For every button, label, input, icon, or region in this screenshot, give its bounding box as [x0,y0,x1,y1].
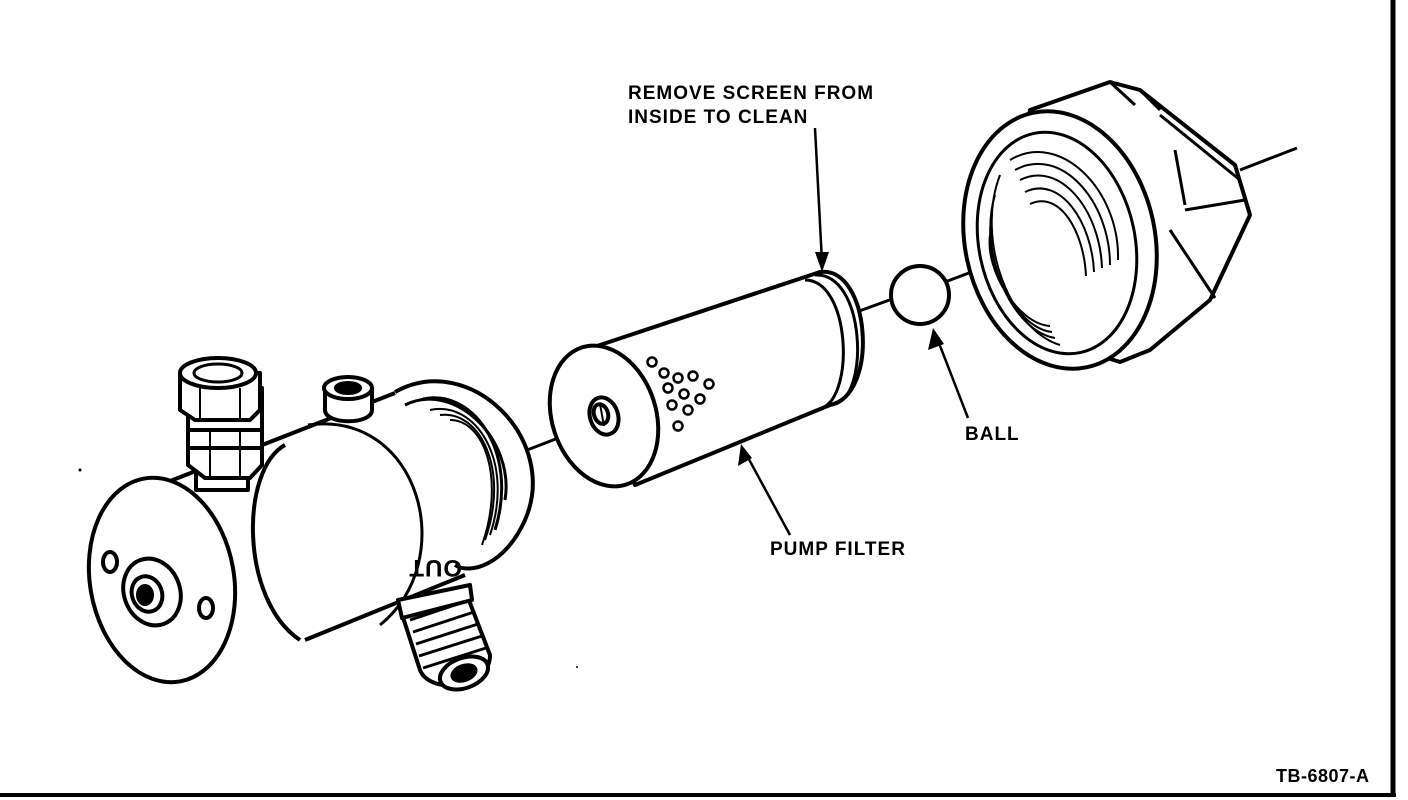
figure-id: TB-6807-A [1276,766,1370,786]
background-specks [78,468,578,668]
ball-arrowhead [928,328,944,350]
pump-filter-arrowhead [738,444,752,466]
pump-filter-label: PUMP FILTER [770,539,906,560]
pump-filter [547,269,865,489]
out-marking-text: OUT [408,554,462,581]
remove-screen-line-2: INSIDE TO CLEAN [628,107,809,128]
leader-arrows [743,127,970,536]
ball [889,264,951,326]
remove-screen-line-1: REMOVE SCREEN FROM [628,83,875,104]
filter-perforations [646,356,715,432]
arrowheads [738,252,944,466]
top-hex-fitting [178,356,264,492]
pump-filter-leader-line [743,451,792,536]
remove-screen-callout: REMOVE SCREEN FROM INSIDE TO CLEAN [628,82,874,130]
remove-screen-leader-line [813,127,824,263]
remove-screen-arrowhead [815,252,829,272]
ball-leader-line [935,337,970,419]
hex-nut [961,80,1252,371]
out-port-fitting [396,583,492,692]
ball-label: BALL [965,424,1020,445]
top-boss-plug [322,375,374,424]
